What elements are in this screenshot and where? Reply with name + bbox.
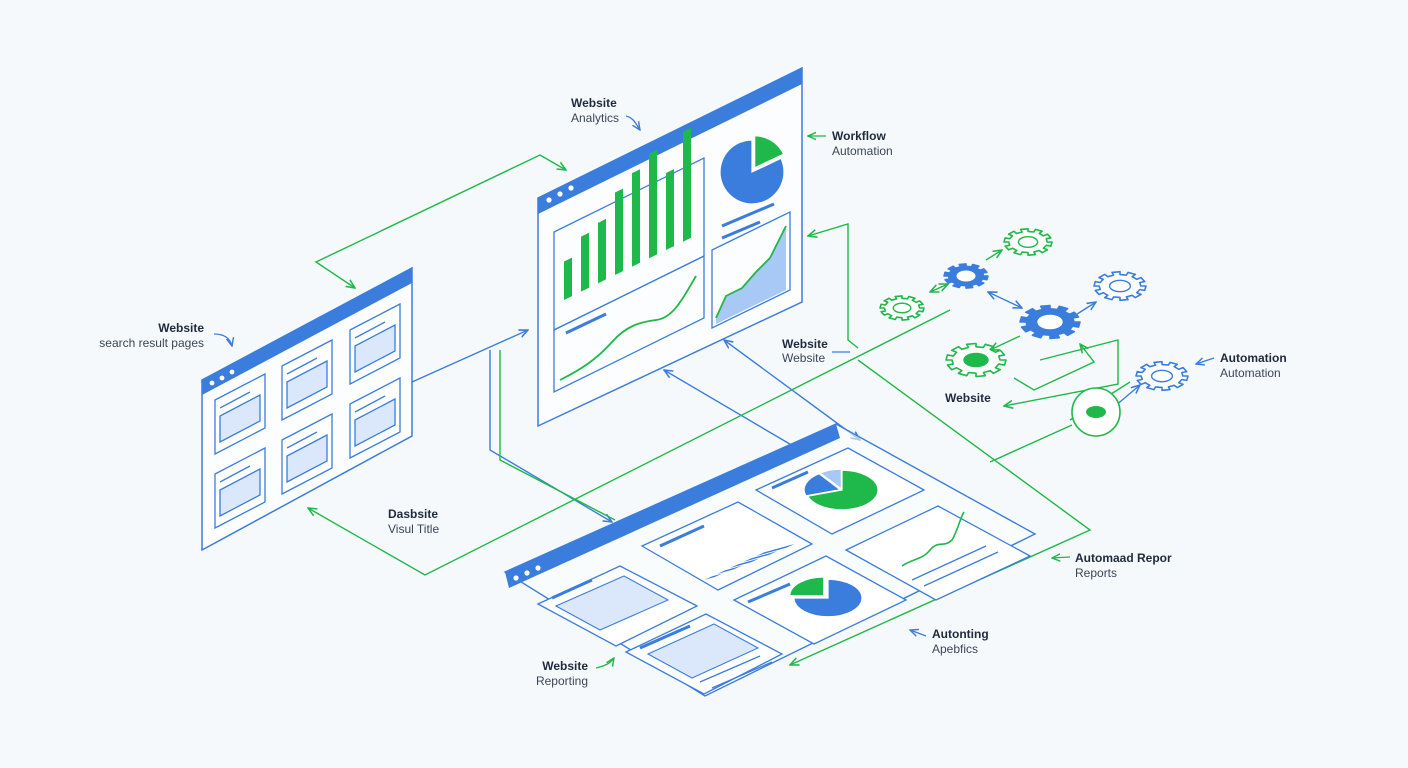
report-card bbox=[640, 501, 814, 591]
bar bbox=[704, 573, 723, 580]
area-chart-icon bbox=[716, 226, 786, 324]
connector-gear-2-3 bbox=[985, 250, 1002, 261]
connector-gear-bottom-loop bbox=[1004, 339, 1119, 406]
pie-slice bbox=[789, 576, 825, 597]
gear-icon bbox=[1093, 270, 1147, 302]
reports-dashboard-window bbox=[503, 423, 1037, 697]
center-title: Website bbox=[782, 337, 828, 351]
connector-gear-2-center bbox=[988, 292, 1022, 308]
pie-slice bbox=[803, 472, 842, 497]
gear-icon bbox=[1019, 304, 1081, 340]
pie-chart-icon bbox=[719, 135, 785, 205]
search-results-window bbox=[201, 266, 413, 552]
reporting-subtitle: Reporting bbox=[536, 674, 588, 688]
search-subtitle: search result pages bbox=[99, 336, 204, 350]
search-title: Website bbox=[158, 321, 204, 335]
autonting-subtitle: Apebfics bbox=[932, 642, 978, 656]
connector-center-blue-2 bbox=[664, 370, 801, 451]
pie-slice bbox=[719, 139, 785, 205]
window-dots-icon bbox=[209, 369, 235, 386]
connector-gear-center-4 bbox=[1073, 302, 1096, 317]
report-label-arrow bbox=[1052, 557, 1071, 558]
legend-line bbox=[565, 312, 607, 335]
legend-line bbox=[771, 470, 809, 490]
legend-line bbox=[721, 202, 775, 228]
report-title: Automaad Repor bbox=[1075, 551, 1172, 565]
pie-chart-icon bbox=[803, 468, 879, 511]
connector-reports-loop bbox=[790, 359, 1092, 665]
bar bbox=[598, 218, 606, 284]
bar bbox=[683, 127, 691, 242]
bar bbox=[743, 551, 778, 563]
gear-website-label: Website bbox=[945, 391, 991, 405]
legend-line bbox=[659, 524, 705, 548]
connector-analytics-to-search bbox=[314, 154, 566, 288]
pie-slice bbox=[819, 468, 842, 491]
bar-chart-icon bbox=[564, 127, 691, 300]
connector-search-to-analytics bbox=[411, 330, 528, 383]
bar bbox=[717, 565, 742, 575]
connector-dot-to-gears bbox=[989, 424, 1073, 463]
connector-gears-to-dashboard bbox=[308, 309, 951, 576]
bar bbox=[666, 169, 674, 251]
connector-gear-center-5 bbox=[990, 335, 1021, 350]
line-chart-icon bbox=[559, 275, 697, 381]
diagram-labels: Website Analytics Workflow Automation We… bbox=[99, 96, 1286, 688]
search-label-arrow bbox=[213, 333, 232, 346]
gear-icon bbox=[943, 263, 989, 289]
line-chart-icon bbox=[901, 511, 965, 567]
pie-chart-icon bbox=[789, 576, 863, 618]
workflow-gears bbox=[879, 228, 1189, 392]
legend-line bbox=[747, 582, 791, 604]
window-dots-icon bbox=[546, 185, 574, 203]
gear-icon bbox=[1003, 228, 1053, 256]
workflow-title: Workflow bbox=[832, 129, 886, 143]
bar bbox=[730, 558, 760, 569]
line-chart-frame bbox=[553, 254, 705, 394]
report-subtitle: Reports bbox=[1075, 566, 1117, 580]
connector-gear-5-loop bbox=[1013, 344, 1096, 391]
bar bbox=[581, 232, 589, 292]
gear-icon bbox=[945, 342, 1007, 378]
connector-analytics-to-gears bbox=[808, 223, 859, 349]
area-chart-frame bbox=[711, 210, 791, 330]
bar bbox=[756, 543, 795, 557]
reporting-label-arrow bbox=[595, 658, 614, 669]
workflow-subtitle: Automation bbox=[832, 144, 893, 158]
window-dots-icon bbox=[513, 565, 541, 581]
automation-subtitle: Automation bbox=[1220, 366, 1281, 380]
pie-slice bbox=[793, 578, 863, 618]
status-node-icon bbox=[1071, 387, 1121, 437]
connector-gear-1-2 bbox=[930, 284, 948, 292]
center-subtitle: Website bbox=[782, 351, 825, 365]
automation-label-arrow bbox=[1196, 357, 1215, 364]
reporting-title: Website bbox=[542, 659, 588, 673]
bar bbox=[632, 169, 640, 267]
window-titlebar bbox=[202, 268, 412, 395]
gear-icon bbox=[879, 295, 925, 321]
result-cards bbox=[214, 302, 401, 530]
bar bbox=[649, 149, 657, 259]
autonting-label-arrow bbox=[910, 630, 927, 636]
connector-analytics-down-green bbox=[499, 350, 616, 521]
dashboard-title: Dasbsite bbox=[388, 507, 438, 521]
analytics-title: Website bbox=[571, 96, 617, 110]
website-analytics-window bbox=[537, 66, 803, 428]
pie-slice bbox=[806, 469, 879, 511]
bar-chart-icon bbox=[704, 543, 795, 580]
pie-slice bbox=[754, 135, 785, 169]
gear-icon bbox=[1135, 360, 1189, 392]
automation-title: Automation bbox=[1220, 351, 1287, 365]
analytics-label-arrow bbox=[625, 115, 640, 130]
analytics-subtitle: Analytics bbox=[571, 111, 619, 125]
legend-line bbox=[721, 220, 761, 240]
report-card bbox=[844, 505, 1032, 601]
autonting-title: Autonting bbox=[932, 627, 989, 641]
bar bbox=[615, 188, 623, 276]
bar bbox=[564, 257, 572, 300]
dashboard-subtitle: Visul Title bbox=[388, 522, 439, 536]
window-titlebar bbox=[505, 424, 840, 588]
window-titlebar bbox=[538, 68, 802, 214]
